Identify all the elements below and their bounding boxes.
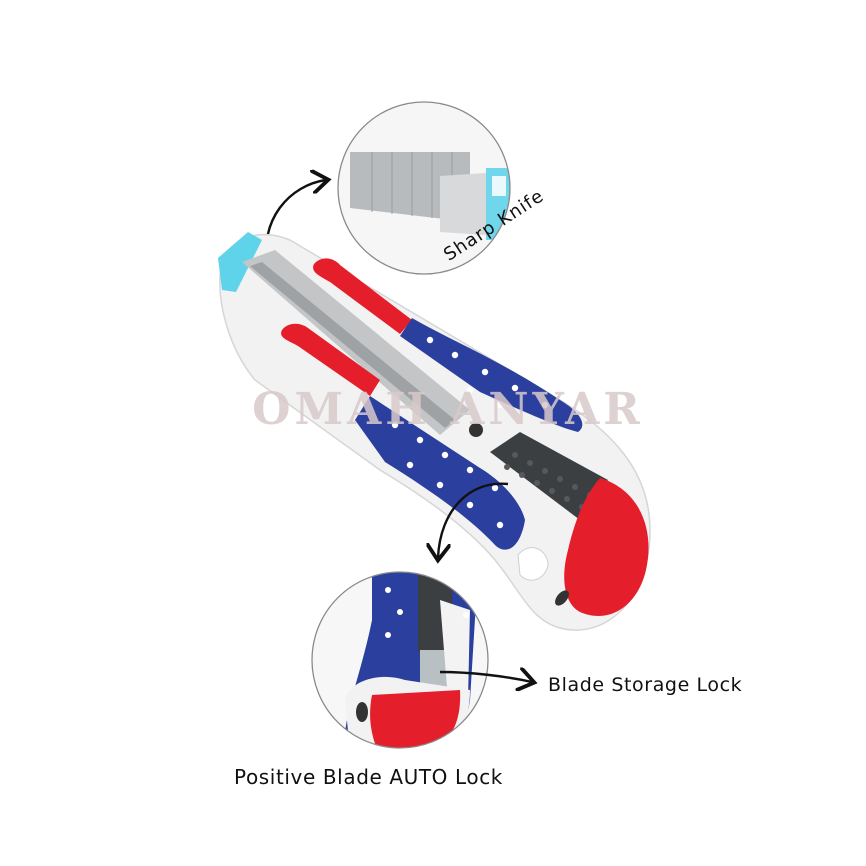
star-pattern [391, 336, 549, 529]
watermark: OMAH ANYAR [252, 384, 644, 435]
cutter-knife [218, 232, 651, 631]
positive-blade-auto-lock-label: Positive Blade AUTO Lock [234, 765, 503, 789]
arrow-to-storage-label [439, 672, 532, 682]
lock-closeup-circle [311, 571, 489, 749]
blade-storage-lock-label: Blade Storage Lock [548, 674, 743, 696]
blade-closeup-circle [337, 101, 511, 275]
arrow-to-lock-closeup [438, 482, 509, 558]
